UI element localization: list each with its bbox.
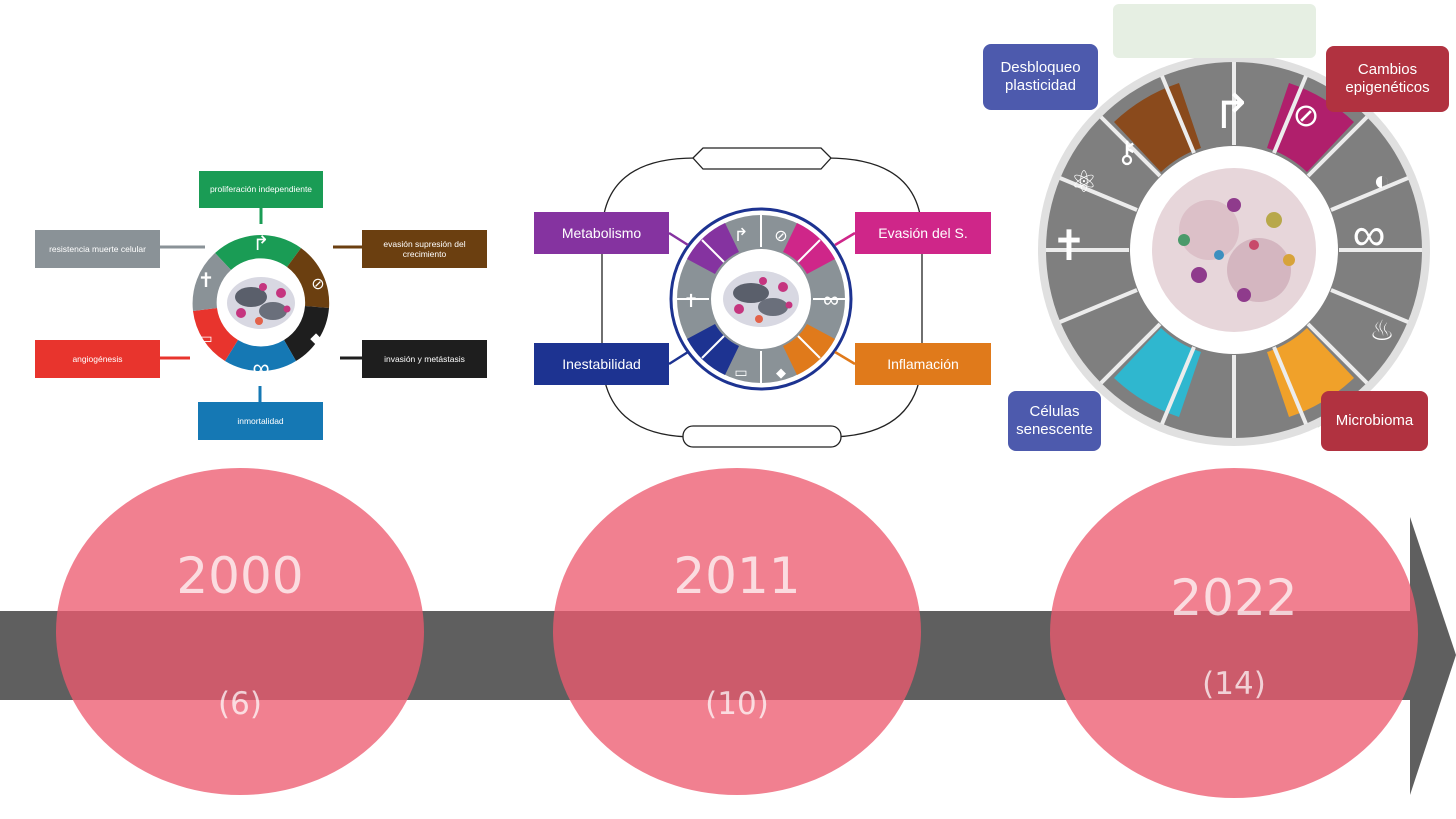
svg-text:✝: ✝ [198, 270, 215, 292]
label-inestabilidad: Inestabilidad [534, 343, 669, 385]
year-label-2011: 2011 [673, 547, 801, 605]
svg-text:⊘: ⊘ [311, 276, 324, 293]
hallmarks-2011-wheel: ↱ ⊘ ∞ ✝ ▭ ◆ [669, 207, 853, 391]
count-label-2011: (10) [705, 686, 769, 722]
svg-text:♨: ♨ [1369, 315, 1394, 346]
label-inflamacion: Inflamación [855, 343, 991, 385]
label-metabolismo: Metabolismo [534, 212, 669, 254]
label-resistencia: resistencia muerte celular [35, 230, 160, 268]
year-marker-2011 [553, 468, 921, 795]
count-label-2000: (6) [218, 686, 262, 722]
hallmarks-2022-wheel: ↱ ⊘ ∞ ✝ ⚛ ⚷ ◐ ♨ [1038, 58, 1430, 446]
svg-text:∞: ∞ [252, 355, 269, 382]
svg-text:↱: ↱ [733, 225, 748, 245]
label-celulas-senescente: Células senescente [1008, 391, 1101, 451]
connector-lines-2000 [160, 208, 362, 402]
year-marker-2000 [56, 468, 424, 795]
label-proliferacion: proliferación independiente [199, 171, 323, 208]
svg-text:✝: ✝ [1051, 222, 1086, 269]
svg-text:✝: ✝ [683, 291, 698, 311]
label-invasion: invasión y metástasis [362, 340, 487, 378]
svg-text:▭: ▭ [199, 330, 212, 346]
count-label-2022: (14) [1202, 666, 1266, 702]
label-cambios-epigeneticos: Cambios epigenéticos [1326, 46, 1449, 112]
year-label-2022: 2022 [1170, 569, 1298, 627]
label-microbioma: Microbioma [1321, 391, 1428, 451]
svg-text:⚛: ⚛ [1071, 166, 1098, 199]
svg-text:◐: ◐ [1374, 165, 1391, 196]
svg-text:▭: ▭ [734, 364, 747, 380]
svg-text:◆: ◆ [776, 365, 786, 380]
title-placeholder-box [1113, 4, 1316, 58]
svg-text:◆: ◆ [310, 330, 322, 347]
label-angiogenesis: angiogénesis [35, 340, 160, 378]
hallmarks-2000-wheel: ↱ ⊘ ◆ ∞ ▭ ✝ [192, 233, 330, 382]
label-evasion-sistema: Evasión del S. [855, 212, 991, 254]
year-label-2000: 2000 [176, 547, 304, 605]
label-desbloqueo-plasticidad: Desbloqueo plasticidad [983, 44, 1098, 110]
hallmarks-2011-frame [601, 147, 923, 448]
svg-text:↱: ↱ [253, 233, 270, 255]
label-inmortalidad: inmortalidad [198, 402, 323, 440]
svg-text:∞: ∞ [1353, 208, 1386, 260]
svg-text:↱: ↱ [1212, 86, 1252, 139]
label-evasion-supresion: evasión supresión del crecimiento [362, 230, 487, 268]
svg-text:⊘: ⊘ [1293, 97, 1320, 133]
svg-text:⊘: ⊘ [774, 228, 787, 245]
svg-text:⚷: ⚷ [1116, 136, 1138, 169]
year-marker-2022 [1050, 468, 1418, 798]
svg-text:∞: ∞ [823, 287, 839, 312]
connector-lines-2011 [668, 231, 856, 366]
